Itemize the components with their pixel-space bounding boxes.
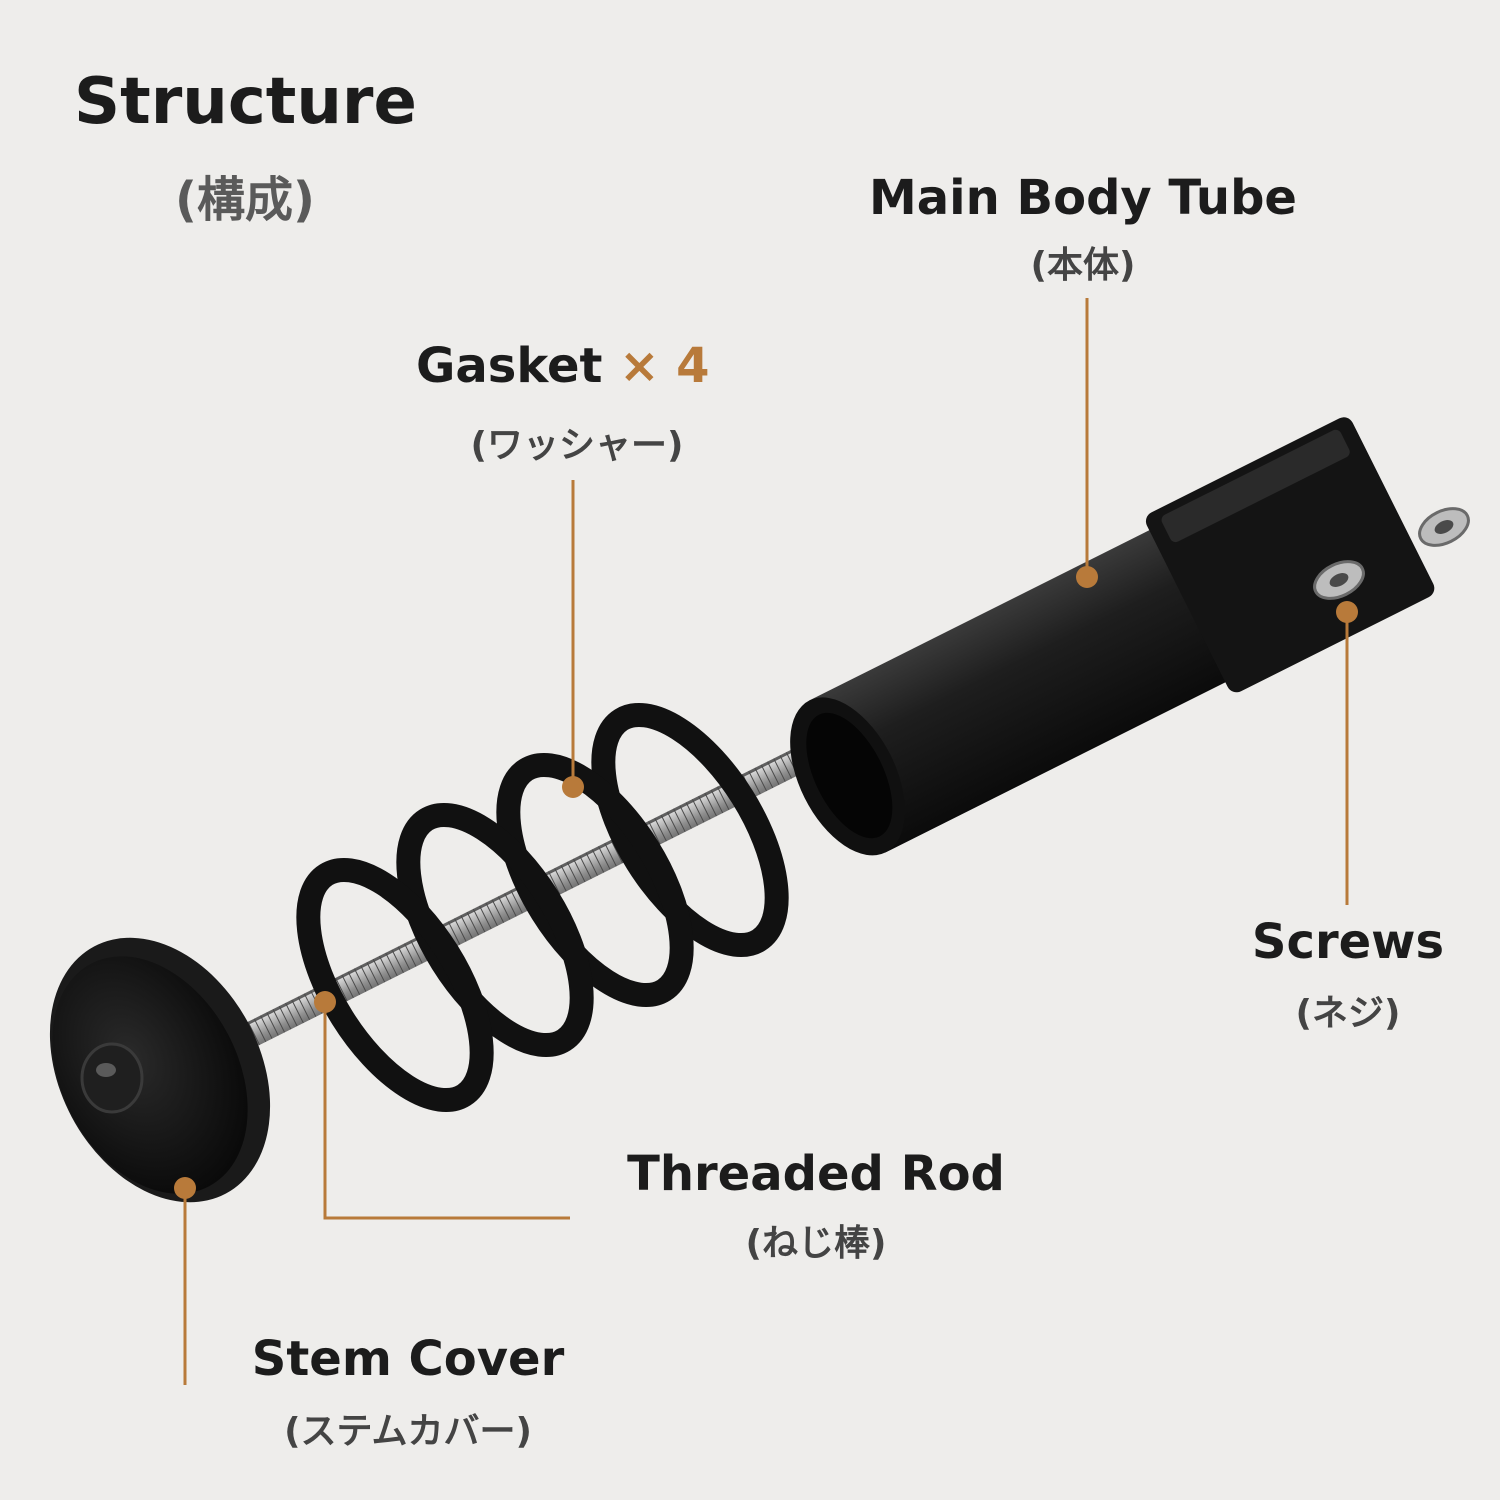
label-screws: Screws	[1251, 914, 1445, 970]
label-threaded-rod-jp: (ねじ棒)	[745, 1223, 887, 1264]
screws-part	[1313, 507, 1470, 600]
label-gasket: Gasket × 4	[416, 342, 710, 390]
gaskets-part	[296, 702, 789, 1113]
dot-stem-cover	[174, 1177, 196, 1199]
label-gasket-jp: (ワッシャー)	[470, 425, 684, 466]
label-screws-jp: (ネジ)	[1295, 993, 1401, 1034]
main-body-tube-part	[790, 417, 1435, 856]
leader-lines	[183, 298, 1349, 1385]
gasket-name: Gasket	[416, 338, 603, 394]
page-subtitle: (構成)	[175, 172, 315, 228]
leader-threaded-rod	[323, 1002, 570, 1220]
stem-cover-part	[49, 937, 271, 1203]
dot-gasket	[562, 776, 584, 798]
dot-threaded-rod	[314, 991, 336, 1013]
dot-screws	[1336, 601, 1358, 623]
leader-dots	[174, 566, 1358, 1199]
gasket-multiplier: × 4	[619, 338, 710, 394]
label-stem-cover: Stem Cover	[251, 1331, 565, 1387]
dot-main-body	[1076, 566, 1098, 588]
label-main-body-tube: Main Body Tube	[869, 170, 1297, 226]
label-stem-cover-jp: (ステムカバー)	[284, 1411, 532, 1452]
label-threaded-rod: Threaded Rod	[627, 1146, 1005, 1202]
page-title: Structure	[74, 65, 417, 139]
label-main-body-tube-jp: (本体)	[1030, 245, 1136, 286]
